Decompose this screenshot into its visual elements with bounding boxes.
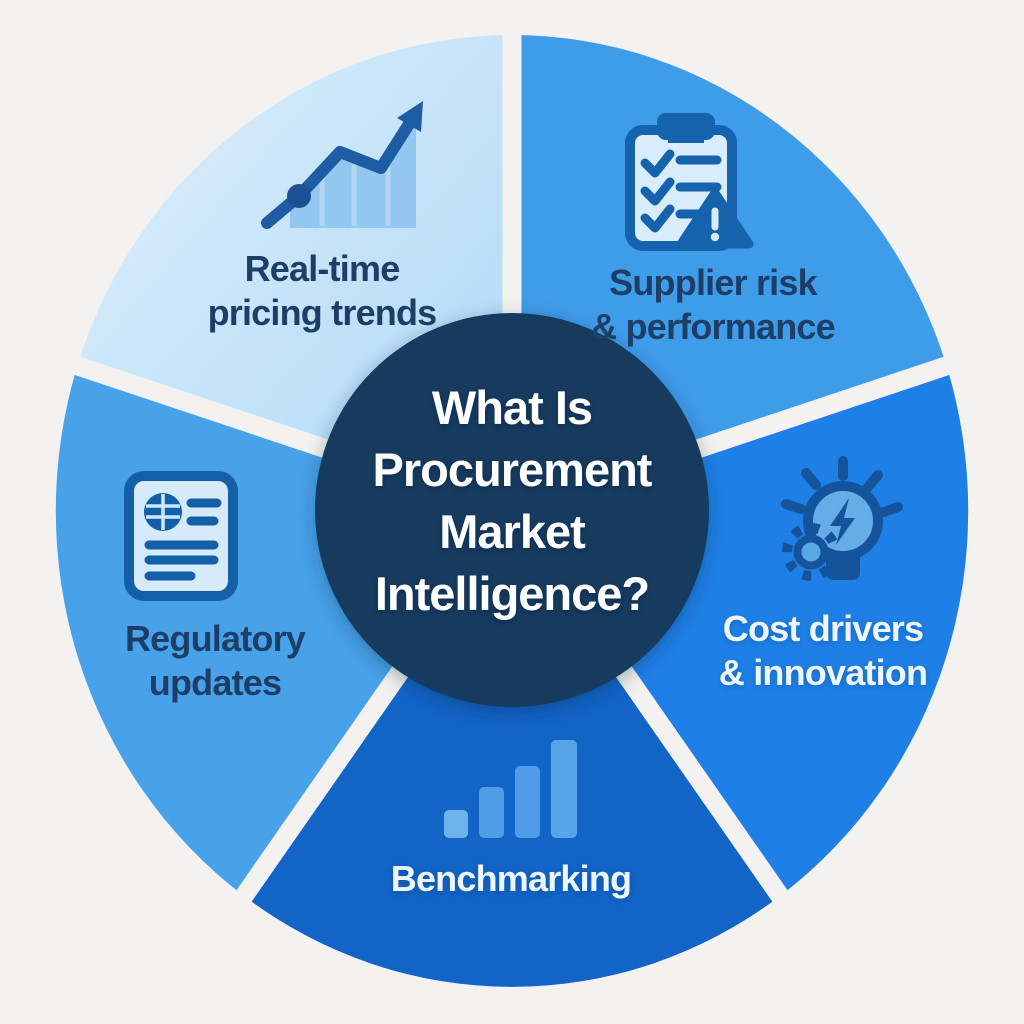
label-regulatory-updates: Regulatory updates [124, 617, 306, 705]
label-line: Benchmarking [390, 858, 632, 900]
document-globe-icon [124, 471, 238, 601]
center-title-line: Procurement [372, 443, 653, 496]
center-title-line: Market [439, 505, 586, 558]
trend-line-chart-icon [261, 101, 423, 229]
clipboard-clip-base [668, 133, 704, 143]
label-line: pricing trends [207, 292, 438, 333]
center-circle [315, 313, 709, 707]
globe-gridlines [146, 494, 180, 530]
center-title-line: What Is [431, 381, 593, 434]
label-line: & innovation [718, 652, 928, 693]
label-line: Real-time [244, 248, 401, 290]
checklist-checkmarks [640, 149, 675, 233]
bar-3 [515, 766, 540, 838]
bar-4 [551, 740, 577, 838]
lightbulb-gear-icon [781, 456, 903, 581]
gear-hole [801, 542, 821, 562]
trend-arrow-head [397, 101, 423, 132]
center-title-line: Intelligence? [374, 567, 650, 620]
gear [782, 523, 840, 581]
trend-bar-separators [319, 164, 391, 226]
trend-line [261, 118, 415, 229]
lightning-bolt [830, 498, 855, 545]
label-line: & performance [591, 306, 835, 347]
label-benchmarking: Benchmarking [390, 857, 632, 901]
label-cost-drivers-innovation: Cost drivers & innovation [718, 607, 928, 695]
ascending-bars-icon [444, 740, 577, 838]
trend-data-point-dot [287, 184, 311, 208]
center-title: What Is Procurement Market Intelligence? [372, 377, 653, 625]
label-line: Cost drivers [722, 608, 924, 650]
lightbulb-rays [781, 456, 903, 517]
label-real-time-pricing-trends: Real-time pricing trends [207, 247, 438, 335]
label-line: updates [148, 662, 282, 703]
warning-exclamation-dot [710, 232, 720, 242]
label-supplier-risk-performance: Supplier risk & performance [591, 261, 835, 349]
document-text-lines [144, 498, 222, 581]
bar-2 [479, 787, 504, 838]
segment-benchmarking [244, 511, 780, 987]
label-line: Regulatory [124, 618, 306, 660]
clipboard-checklist-warning-icon [625, 113, 754, 251]
bar-1 [444, 810, 468, 838]
gear-teeth [782, 523, 840, 581]
label-line: Supplier risk [609, 262, 817, 304]
